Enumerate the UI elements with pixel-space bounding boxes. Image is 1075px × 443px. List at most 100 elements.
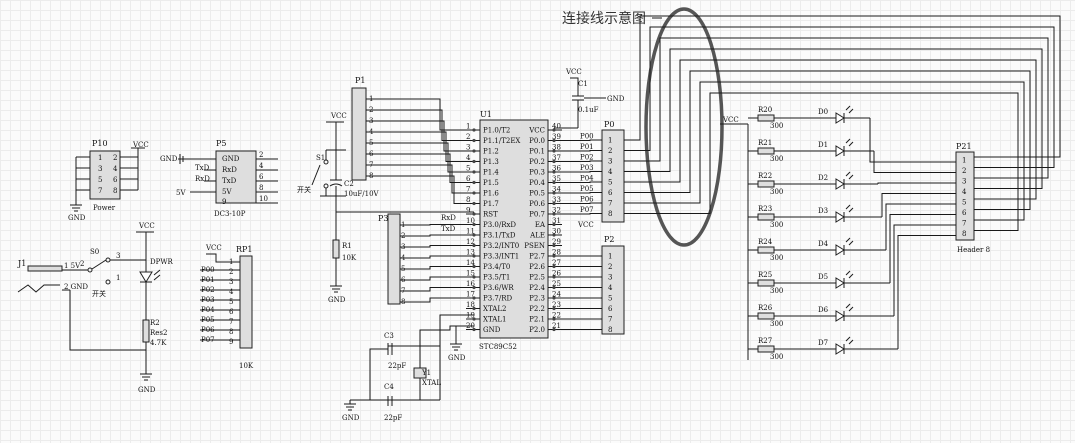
p10-power-header: P10 1 3 5 7 2 4 6 8 Power VCC GND <box>68 139 149 222</box>
led-ref: D4 <box>818 240 829 248</box>
u1-pin-num: 33 <box>552 196 561 204</box>
p0-net-label: P03 <box>580 164 594 172</box>
svg-text:6: 6 <box>229 308 234 316</box>
u1-pin-label: P3.6/WR <box>483 284 514 292</box>
p2-pin-num: 1 <box>608 253 612 261</box>
resistor-ref: R23 <box>758 205 772 213</box>
c2-ref: C2 <box>344 180 354 188</box>
u1-pin-label: P0.0 <box>529 137 545 145</box>
u1-pin-label: P2.3 <box>529 295 545 303</box>
u1-pin-num: 15 <box>466 270 475 278</box>
resistor-ref: R24 <box>758 238 773 246</box>
u1-pin-num: 9 <box>466 207 470 215</box>
u1-pin-label: P0.2 <box>529 158 545 166</box>
p0-net-label: P02 <box>580 154 594 162</box>
svg-text:4: 4 <box>113 165 118 173</box>
p5-ref: P5 <box>216 139 226 148</box>
svg-text:10K: 10K <box>239 362 254 370</box>
svg-text:P07: P07 <box>201 336 215 344</box>
svg-text:1: 1 <box>98 154 102 162</box>
u1-pin-label: P3.3/INT1 <box>483 253 519 261</box>
svg-text:4.7K: 4.7K <box>150 339 167 347</box>
u1-pin-num: 4 <box>466 154 471 162</box>
p2-pin-num: 5 <box>608 295 612 303</box>
p2-pin-num: 6 <box>608 305 613 313</box>
u1-pin-label: P1.5 <box>483 179 499 187</box>
svg-text:GND: GND <box>160 155 178 163</box>
svg-text:GND: GND <box>342 414 360 422</box>
svg-text:VCC: VCC <box>132 141 149 149</box>
svg-text:1: 1 <box>116 274 120 282</box>
u1-pin-num: 39 <box>552 133 561 141</box>
svg-text:P02: P02 <box>201 286 215 294</box>
u1-pin-label: P3.5/T1 <box>483 274 510 282</box>
p0-net-label: P05 <box>580 185 594 193</box>
u1-pin-num: 27 <box>552 259 561 267</box>
svg-text:开关: 开关 <box>297 185 311 194</box>
u1-pin-num: 31 <box>552 217 561 225</box>
p0-pin-num: 1 <box>608 137 612 145</box>
led-symbol <box>835 178 845 190</box>
resistor-ref: R27 <box>758 337 772 345</box>
led-ref: D5 <box>818 273 828 281</box>
resistor-value: 300 <box>770 155 783 163</box>
u1-pin-num: 29 <box>552 238 561 246</box>
r1-ref: R1 <box>342 242 352 250</box>
p2-pin-num: 3 <box>608 274 612 282</box>
u1-pin-label: P1.7 <box>483 200 499 208</box>
u1-pin-num: 14 <box>466 259 475 267</box>
svg-text:P00: P00 <box>201 266 215 274</box>
p0-pin-num: 6 <box>608 189 613 197</box>
svg-text:VCC: VCC <box>205 244 222 252</box>
annotation-title: 连接线示意图 <box>562 10 646 27</box>
svg-text:7: 7 <box>98 187 102 195</box>
led-symbol <box>835 145 845 157</box>
led-symbol <box>835 277 845 289</box>
u1-pin-label: P1.1/T2EX <box>483 137 520 145</box>
svg-text:P01: P01 <box>201 276 215 284</box>
p2-pin-num: 2 <box>608 263 612 271</box>
led-symbol <box>835 112 845 124</box>
u1-pin-label: GND <box>483 326 501 334</box>
p0-pin-num: 3 <box>608 158 612 166</box>
u1-pin-num: 28 <box>552 249 561 257</box>
svg-text:开关: 开关 <box>92 289 106 298</box>
svg-text:2: 2 <box>113 154 117 162</box>
svg-text:1 5V: 1 5V <box>64 262 81 270</box>
led-symbol <box>835 211 845 223</box>
p10-name: Power <box>93 204 116 212</box>
led-ref: D1 <box>818 141 828 149</box>
resistor-ref: R21 <box>758 139 772 147</box>
u1-pin-num: 1 <box>466 123 470 131</box>
u1-pin-num: 40 <box>552 123 561 131</box>
svg-text:3: 3 <box>116 252 120 260</box>
svg-text:2: 2 <box>229 268 233 276</box>
u1-pin-label: P0.5 <box>529 190 545 198</box>
led-ref: D2 <box>818 174 828 182</box>
p21-pin-num: 4 <box>962 188 967 196</box>
u1-pin-label: RST <box>483 211 498 219</box>
u1-pin-num: 37 <box>552 154 561 162</box>
svg-text:3: 3 <box>98 165 102 173</box>
p5-name: DC3-10P <box>214 210 246 218</box>
p2-pin-num: 7 <box>608 316 612 324</box>
svg-text:GND: GND <box>138 386 156 394</box>
led-ref: D0 <box>818 108 828 116</box>
u1-pin-num: 30 <box>552 228 561 236</box>
svg-text:8: 8 <box>229 328 233 336</box>
rp1-ref: RP1 <box>236 245 253 254</box>
c1-ref: C1 <box>578 80 588 88</box>
u1-pin-num: 35 <box>552 175 561 183</box>
p21-pin-num: 7 <box>962 220 966 228</box>
svg-text:GND: GND <box>448 354 466 362</box>
p0-net-label: P01 <box>580 143 594 151</box>
u1-pin-label: P2.6 <box>529 263 545 271</box>
led-ref: D7 <box>818 339 828 347</box>
svg-text:1: 1 <box>229 258 233 266</box>
u1-pin-label: P1.6 <box>483 190 499 198</box>
p0-net-label: P00 <box>580 133 594 141</box>
svg-text:5V: 5V <box>176 189 186 197</box>
u1-pin-num: 36 <box>552 165 561 173</box>
u1-pin-num: 23 <box>552 301 561 309</box>
